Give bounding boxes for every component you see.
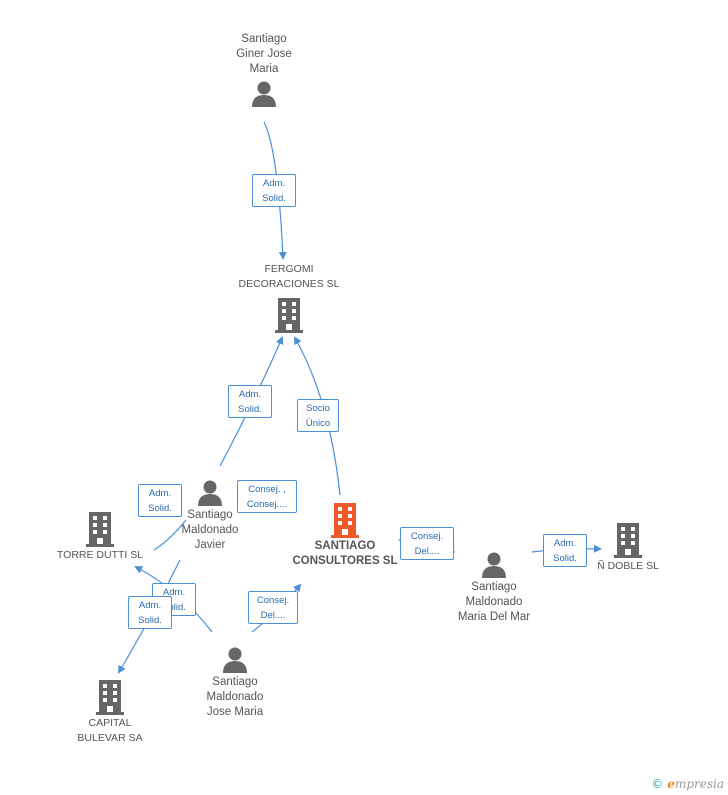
edge-badge-javier-fergomi[interactable]: Adm. Solid. (228, 385, 272, 418)
building-icon (86, 512, 114, 547)
node-n-doble-sl[interactable]: Ñ DOBLE SL (586, 523, 670, 574)
edge-badge-javier-capital[interactable]: Adm. Solid. (128, 596, 172, 629)
node-torre-dutti-sl[interactable]: TORRE DUTTI SL (48, 512, 152, 563)
node-label: CAPITAL BULEVAR SA (77, 717, 143, 744)
building-icon (96, 680, 124, 715)
edge-badge-josemaria-consultores[interactable]: Consej. Del.... (248, 591, 298, 624)
edge-badge-mariadelmar-doble[interactable]: Adm. Solid. (543, 534, 587, 567)
node-fergomi-decoraciones-sl[interactable]: FERGOMI DECORACIONES SL (224, 262, 354, 334)
node-santiago-maldonado-jose-maria[interactable]: Santiago Maldonado Jose Maria (185, 645, 285, 720)
edge-badge-javier-torre[interactable]: Adm. Solid. (138, 484, 182, 517)
node-label: Ñ DOBLE SL (597, 560, 659, 572)
person-icon (223, 647, 247, 673)
node-label: FERGOMI DECORACIONES SL (238, 263, 340, 290)
brand-initial: e (667, 777, 675, 791)
edge-giner-fergomi (263, 121, 287, 260)
node-label: SANTIAGO CONSULTORES SL (292, 540, 398, 567)
node-label: TORRE DUTTI SL (56, 549, 144, 561)
node-capital-bulevar-sa[interactable]: CAPITAL BULEVAR SA (60, 680, 160, 746)
node-santiago-consultores-sl[interactable]: SANTIAGO CONSULTORES SL (280, 503, 410, 569)
node-label: Santiago Maldonado Maria Del Mar (457, 581, 531, 623)
node-santiago-maldonado-maria-del-mar[interactable]: Santiago Maldonado Maria Del Mar (436, 550, 552, 625)
person-icon (482, 552, 506, 578)
brand-name: mpresia (674, 777, 724, 791)
node-santiago-maldonado-javier[interactable]: Santiago Maldonado Javier (160, 478, 260, 553)
building-icon (331, 503, 359, 538)
edge-javier-torre (153, 519, 187, 551)
person-icon (252, 81, 276, 107)
person-icon (198, 480, 222, 506)
node-santiago-giner-jose-maria[interactable]: Santiago Giner Jose Maria (214, 32, 314, 109)
brand-logo: ©empresia (651, 777, 724, 791)
edge-badge-giner-fergomi[interactable]: Adm. Solid. (252, 174, 296, 207)
edge-badge-mariadelmar-consultores[interactable]: Consej. Del.... (400, 527, 454, 560)
edge-badge-consultores-fergomi[interactable]: Socio Único (297, 399, 339, 432)
building-icon (275, 298, 303, 333)
node-label: Santiago Maldonado Javier (181, 509, 239, 551)
building-icon (614, 523, 642, 558)
edge-badge-javier-consultores[interactable]: Consej. , Consej.... (237, 480, 297, 513)
copyright-icon: © (651, 777, 664, 791)
node-label: Santiago Maldonado Jose Maria (206, 676, 264, 718)
node-label: Santiago Giner Jose Maria (236, 33, 292, 75)
